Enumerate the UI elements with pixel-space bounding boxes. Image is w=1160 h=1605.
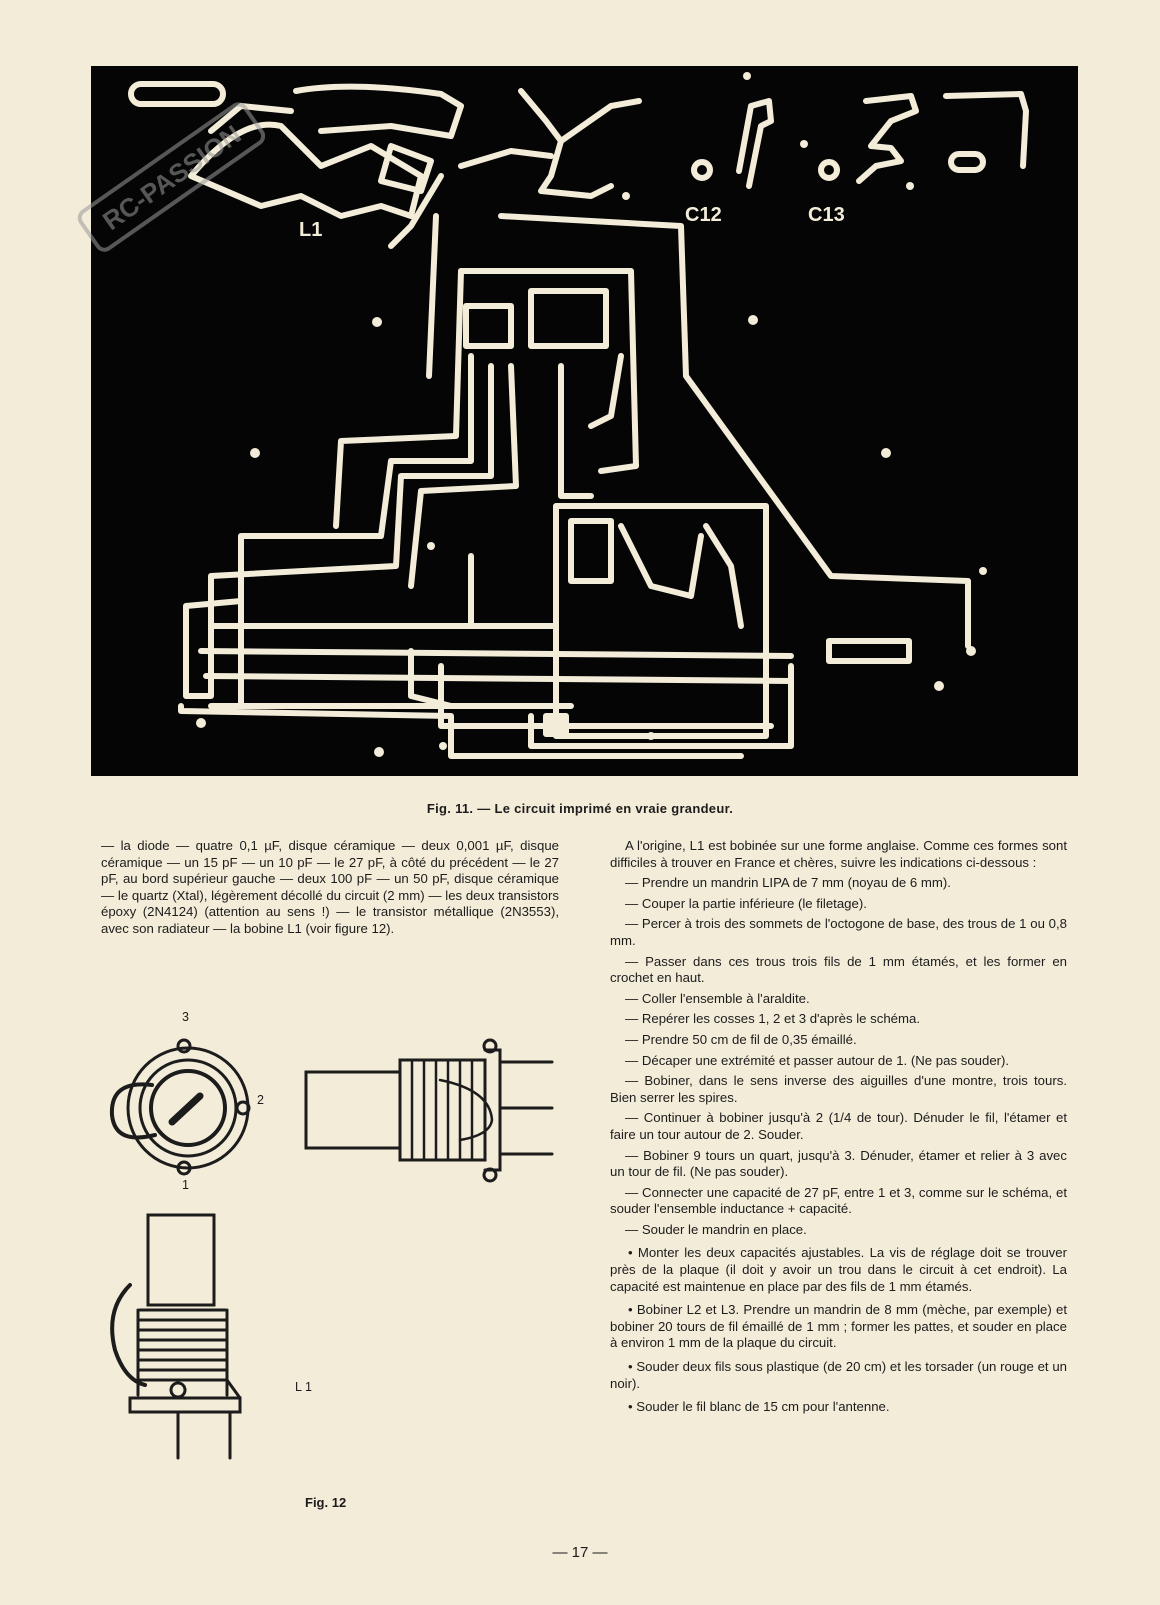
pcb-trace <box>178 703 744 759</box>
pcb-trace <box>703 523 744 629</box>
pcb-trace <box>388 173 444 249</box>
terminal-label-1: 1 <box>182 1178 189 1192</box>
left-column: — la diode — quatre 0,1 µF, disque céram… <box>101 838 559 942</box>
pcb-figure: L1 C12 C13 <box>91 66 1078 776</box>
pcb-trace <box>856 93 919 184</box>
intro-paragraph: A l'origine, L1 est bobinée sur une form… <box>610 838 1067 870</box>
pcb-pad-group <box>528 288 609 349</box>
pcb-trace <box>558 363 594 499</box>
pcb-holes <box>196 72 987 757</box>
step-item: — Percer à trois des sommets de l'octogo… <box>610 916 1067 948</box>
terminal-label-2: 2 <box>257 1093 264 1107</box>
pcb-trace <box>498 213 971 649</box>
step-item: — Continuer à bobiner jusqu'à 2 (1/4 de … <box>610 1110 1067 1142</box>
terminal-label-3: 3 <box>182 1010 189 1024</box>
right-column: A l'origine, L1 est bobinée sur une form… <box>610 838 1067 1420</box>
step-item: — Bobiner 9 tours un quart, jusqu'à 3. D… <box>610 1147 1067 1180</box>
step-item: — Coller l'ensemble à l'araldite. <box>625 990 810 1006</box>
pcb-trace <box>188 121 424 219</box>
pcb-trace <box>426 213 439 379</box>
pcb-pad <box>826 638 912 664</box>
figure-12-caption: Fig. 12 <box>305 1495 347 1510</box>
coil-front-view <box>110 1213 242 1460</box>
pcb-trace <box>458 148 554 169</box>
pcb-artwork: L1 C12 C13 <box>128 72 1029 759</box>
step-item: — Connecter une capacité de 27 pF, entre… <box>610 1184 1067 1217</box>
pcb-trace <box>618 523 704 599</box>
pcb-label-c13: C13 <box>808 204 845 226</box>
figure-11-caption: Fig. 11. — Le circuit imprimé en vraie g… <box>426 801 734 816</box>
pcb-label-l1: L1 <box>299 219 322 241</box>
pcb-trace <box>518 88 642 144</box>
step-item: — Couper la partie inférieure (le fileta… <box>625 895 867 911</box>
pcb-pad <box>543 713 569 737</box>
pcb-trace <box>408 363 519 589</box>
pcb-trace <box>378 143 434 194</box>
pcb-pad <box>691 159 713 181</box>
step-item: — Souder le mandrin en place. <box>625 1221 807 1237</box>
pcb-trace <box>183 363 494 699</box>
step-item: — Bobiner, dans le sens inverse des aigu… <box>610 1073 1067 1105</box>
bullet-item: • Souder le fil blanc de 15 cm pour l'an… <box>628 1399 890 1415</box>
pcb-pad <box>948 151 986 173</box>
pcb-trace <box>943 91 1029 169</box>
coil-drawings <box>109 1038 554 1460</box>
coil-label: L 1 <box>295 1380 312 1394</box>
pcb-pad-group <box>128 81 226 107</box>
pcb-trace <box>538 138 614 199</box>
watermark-stamp: RC-PASSION <box>50 60 290 290</box>
pcb-trace <box>408 648 774 729</box>
component-list-paragraph: — la diode — quatre 0,1 µF, disque céram… <box>101 838 559 936</box>
step-item: — Repérer les cosses 1, 2 et 3 d'après l… <box>625 1011 920 1027</box>
coil-side-view <box>304 1038 554 1183</box>
watermark-text: RC-PASSION <box>97 119 246 236</box>
coil-top-view <box>109 1038 251 1176</box>
page-number: — 17 — <box>552 1544 608 1561</box>
bullet-item: • Bobiner L2 et L3. Prendre un mandrin d… <box>610 1302 1067 1351</box>
pcb-label-c12: C12 <box>685 204 722 226</box>
step-item: — Passer dans ces trous trois fils de 1 … <box>610 953 1067 986</box>
bullet-item: • Souder deux fils sous plastique (de 20… <box>610 1359 1067 1391</box>
pcb-pad-group <box>463 303 514 349</box>
pcb-trace <box>528 663 794 749</box>
step-item: — Décaper une extrémité et passer autour… <box>625 1052 1010 1068</box>
pcb-trace <box>198 623 794 709</box>
step-item: — Prendre un mandrin LIPA de 7 mm (noyau… <box>625 875 951 891</box>
pcb-trace <box>293 83 464 139</box>
pcb-pad-group <box>553 503 769 739</box>
pcb-trace <box>458 268 639 474</box>
step-item: — Prendre 50 cm de fil de 0,35 émaillé. <box>625 1031 857 1047</box>
pcb-trace <box>736 98 774 189</box>
figure-12: 3 2 1 L 1 <box>100 1010 570 1520</box>
pcb-trace <box>468 553 554 629</box>
pcb-pad-group <box>568 518 614 584</box>
pcb-trace <box>588 353 624 429</box>
bullet-item: • Monter les deux capacités ajustables. … <box>610 1245 1067 1294</box>
pcb-trace <box>333 268 464 529</box>
pcb-pad <box>818 159 840 181</box>
